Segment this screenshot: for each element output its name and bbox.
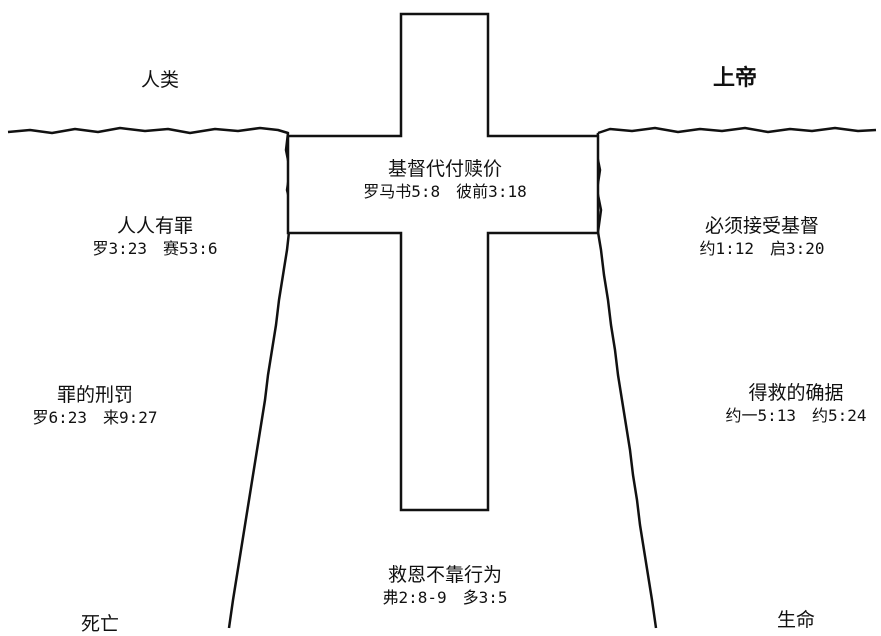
cross-title: 基督代付赎价	[387, 158, 502, 180]
label-life: 生命	[756, 608, 836, 632]
receive-ref: 约1:12 启3:20	[699, 239, 825, 258]
right-cliff-edge	[594, 126, 877, 629]
grace-title: 救恩不靠行为	[387, 564, 502, 586]
label-all-sinned: 人人有罪 罗3:23 赛53:6	[60, 214, 250, 260]
label-humanity: 人类	[110, 68, 210, 92]
cross-ref: 罗马书5:8 彼前3:18	[363, 182, 527, 201]
label-grace: 救恩不靠行为 弗2:8-9 多3:5	[345, 563, 545, 609]
label-god: 上帝	[695, 66, 775, 90]
all-sinned-ref: 罗3:23 赛53:6	[92, 239, 218, 258]
label-assurance: 得救的确据 约一5:13 约5:24	[711, 381, 881, 427]
cross-shape	[286, 12, 600, 512]
penalty-title: 罪的刑罚	[56, 384, 133, 406]
label-death: 死亡	[60, 612, 140, 636]
penalty-ref: 罗6:23 来9:27	[32, 408, 158, 427]
god-text: 上帝	[712, 65, 757, 91]
label-receive: 必须接受基督 约1:12 启3:20	[672, 214, 852, 260]
left-cliff-edge	[7, 126, 294, 629]
label-cross: 基督代付赎价 罗马书5:8 彼前3:18	[345, 157, 545, 203]
grace-ref: 弗2:8-9 多3:5	[382, 588, 508, 607]
receive-title: 必须接受基督	[704, 215, 819, 237]
assurance-ref: 约一5:13 约5:24	[725, 406, 867, 425]
life-text: 生命	[776, 609, 815, 631]
death-text: 死亡	[80, 613, 119, 635]
label-penalty: 罪的刑罚 罗6:23 来9:27	[0, 383, 190, 429]
assurance-title: 得救的确据	[748, 382, 844, 404]
all-sinned-title: 人人有罪	[116, 215, 193, 237]
humanity-text: 人类	[140, 69, 179, 91]
